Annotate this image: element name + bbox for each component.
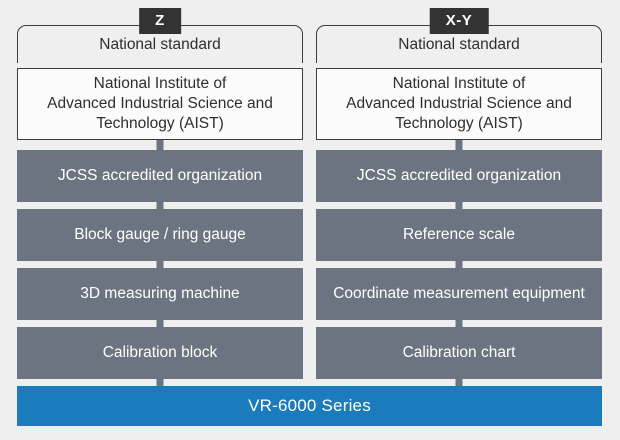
institute-box-xy: National Institute of Advanced Industria… [316, 68, 602, 140]
step-box-xy-0: JCSS accredited organization [316, 150, 602, 202]
connector-institute-to-step-0-xy [455, 140, 463, 151]
institute-line-3: Technology (AIST) [96, 114, 224, 132]
institute-line-2: Advanced Industrial Science and [346, 95, 572, 113]
step-box-z-2: 3D measuring machine [17, 268, 303, 320]
axis-badge-xy: X-Y [429, 8, 489, 34]
connector-step-3-to-product-xy [455, 378, 463, 387]
connector-step-2-to-3-xy [455, 319, 463, 328]
product-bar: VR-6000 Series [17, 386, 602, 426]
column-xy: X-Y National standard National Institute… [316, 0, 602, 440]
institute-label-z: National Institute of Advanced Industria… [47, 74, 273, 133]
connector-step-0-to-1-xy [455, 201, 463, 210]
institute-label-xy: National Institute of Advanced Industria… [346, 74, 572, 133]
institute-line-2: Advanced Industrial Science and [47, 95, 273, 113]
connector-step-0-to-1-z [156, 201, 164, 210]
step-box-z-1: Block gauge / ring gauge [17, 209, 303, 261]
institute-box-z: National Institute of Advanced Industria… [17, 68, 303, 140]
step-box-z-0: JCSS accredited organization [17, 150, 303, 202]
column-z: Z National standard National Institute o… [17, 0, 303, 440]
connector-step-1-to-2-xy [455, 260, 463, 269]
institute-line-1: National Institute of [392, 75, 526, 93]
step-box-xy-3: Calibration chart [316, 327, 602, 379]
connector-step-3-to-product-z [156, 378, 164, 387]
axis-badge-z: Z [139, 8, 181, 34]
step-box-z-3: Calibration block [17, 327, 303, 379]
institute-line-1: National Institute of [93, 75, 227, 93]
connector-step-1-to-2-z [156, 260, 164, 269]
connector-institute-to-step-0-z [156, 140, 164, 151]
step-box-xy-2: Coordinate measurement equipment [316, 268, 602, 320]
connector-step-2-to-3-z [156, 319, 164, 328]
step-box-xy-1: Reference scale [316, 209, 602, 261]
institute-line-3: Technology (AIST) [395, 114, 523, 132]
